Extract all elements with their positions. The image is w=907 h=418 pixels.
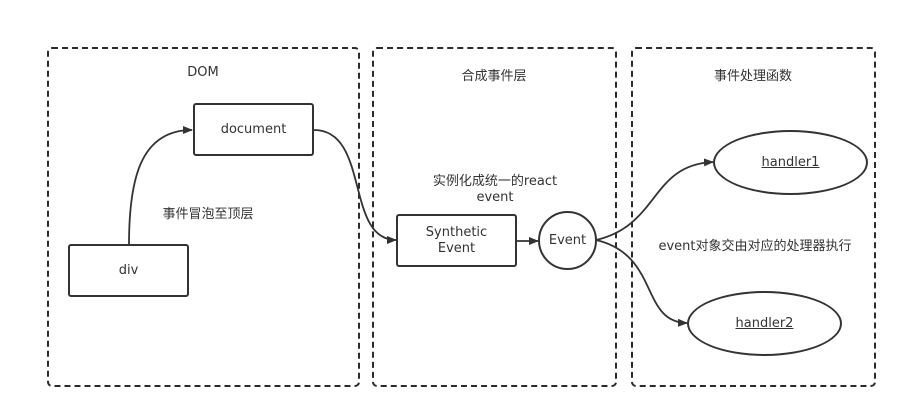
handler1-label[interactable]: handler1 xyxy=(761,155,820,170)
document-label: document xyxy=(220,121,287,137)
dispatch-note: event对象交由对应的处理器执行 xyxy=(658,239,852,254)
synthetic-event-node: Synthetic Event xyxy=(396,214,517,267)
handler2-label[interactable]: handler2 xyxy=(735,316,794,331)
dom-lane xyxy=(47,47,360,387)
bubble-arrow xyxy=(128,126,193,246)
instantiate-note-line2: event xyxy=(476,190,514,205)
event-to-handler2-arrow xyxy=(595,239,688,327)
synthetic-event-label-line1: Synthetic xyxy=(425,224,488,240)
document-node: document xyxy=(193,103,314,156)
document-to-synthetic-arrow xyxy=(313,129,397,244)
synthetic-event-lane xyxy=(372,47,617,387)
div-label: div xyxy=(118,262,139,278)
instantiate-note: 实例化成统一的react event xyxy=(420,174,570,206)
dom-lane-title: DOM xyxy=(187,65,219,80)
event-to-handler1-arrow xyxy=(595,158,714,241)
handler1-node[interactable]: handler1 xyxy=(713,130,868,195)
handler-lane xyxy=(631,47,876,387)
synthetic-lane-title: 合成事件层 xyxy=(461,69,527,84)
handler-lane-title: 事件处理函数 xyxy=(713,69,792,84)
event-label: Event xyxy=(548,233,587,248)
div-node: div xyxy=(68,244,189,297)
synthetic-event-label-line2: Event xyxy=(437,240,476,256)
instantiate-note-line1: 实例化成统一的react xyxy=(432,174,558,189)
handler2-node[interactable]: handler2 xyxy=(687,291,842,356)
event-node: Event xyxy=(538,211,597,270)
bubble-note: 事件冒泡至顶层 xyxy=(162,207,254,222)
